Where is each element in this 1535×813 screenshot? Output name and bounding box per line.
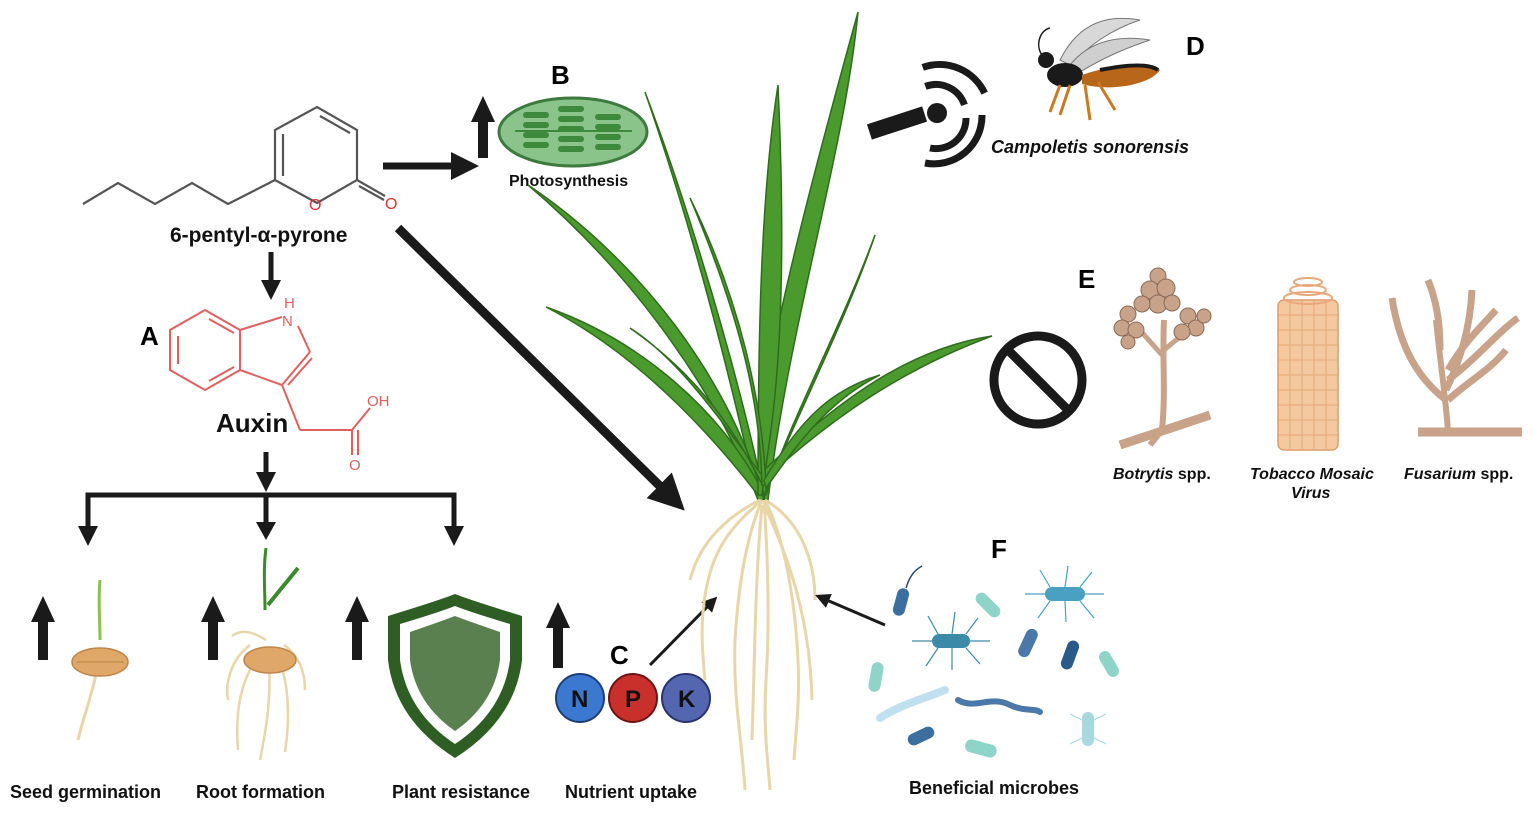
- branch-arrowhead-middle: [256, 522, 276, 540]
- auxin-oh: OH: [367, 393, 390, 410]
- microbes-label: Beneficial microbes: [909, 778, 1079, 798]
- arrow-microbes-to-roots: [815, 594, 886, 627]
- pyrone-ring-oxygen: O: [309, 197, 321, 214]
- signal-source-dot: [927, 103, 947, 123]
- wasp-icon: [1038, 17, 1160, 121]
- up-arrow-germination: [31, 596, 55, 660]
- tobacco-mosaic-virus-icon: [1277, 277, 1339, 451]
- panel-label-c: C: [610, 640, 629, 670]
- plant-shoot: [527, 11, 993, 501]
- microbes-cluster-icon: [868, 565, 1119, 758]
- panel-label-d: D: [1186, 31, 1205, 61]
- wasp-species-label: Campoletis sonorensis: [991, 137, 1189, 157]
- label-root-formation: Root formation: [196, 782, 325, 802]
- auxin-nh-n: N: [282, 313, 293, 330]
- panel-label-a: A: [140, 321, 159, 351]
- label-seed-germination: Seed germination: [10, 782, 161, 802]
- shield-icon: [388, 594, 522, 758]
- label-nutrient-uptake: Nutrient uptake: [565, 782, 697, 802]
- tmv-label-line1: Tobacco Mosaic: [1250, 466, 1374, 483]
- up-arrow-resistance: [345, 596, 369, 660]
- panel-label-f: F: [991, 534, 1007, 564]
- volatile-signal-icon: [921, 60, 988, 168]
- botrytis-icon: [1113, 267, 1212, 450]
- auxin-nh-h: H: [284, 295, 295, 312]
- npk-icon: [555, 673, 711, 723]
- chloroplast-icon: [497, 96, 649, 168]
- up-arrow-nutrient: [546, 602, 570, 668]
- arrow-pyrone-to-roots: [394, 224, 685, 511]
- tmv-label-line2: Virus: [1291, 485, 1331, 502]
- nutrient-p: P: [625, 686, 641, 713]
- up-arrow-photosynthesis: [471, 96, 495, 158]
- pyrone-name-label: 6-pentyl-α-pyrone: [170, 224, 347, 247]
- fusarium-icon: [1388, 278, 1522, 437]
- panel-label-b: B: [551, 60, 570, 90]
- up-arrow-root: [201, 596, 225, 660]
- inhibition-icon: [989, 331, 1087, 429]
- plant-roots: [688, 498, 817, 791]
- branch-arrowhead-right: [444, 526, 464, 546]
- fusarium-label: Fusarium spp.: [1404, 466, 1513, 483]
- rooting-seedling-icon: [226, 547, 307, 761]
- pyrone-carbonyl-oxygen: O: [385, 196, 397, 213]
- up-arrows: [31, 96, 570, 668]
- signal-source-handle: [866, 106, 928, 140]
- auxin-o: O: [349, 457, 361, 474]
- photosynthesis-label: Photosynthesis: [509, 173, 628, 190]
- panel-label-e: E: [1078, 264, 1095, 294]
- auxin-molecule: [169, 308, 371, 455]
- auxin-name-label: Auxin: [216, 408, 288, 438]
- label-plant-resistance: Plant resistance: [392, 782, 530, 802]
- branch-arrowhead-left: [78, 526, 98, 546]
- pyrone-molecule: [82, 105, 386, 206]
- botrytis-label: Botrytis spp.: [1113, 466, 1211, 483]
- germinating-seed-icon: [71, 579, 129, 741]
- nutrient-n: N: [571, 686, 588, 713]
- nutrient-k: K: [678, 686, 696, 713]
